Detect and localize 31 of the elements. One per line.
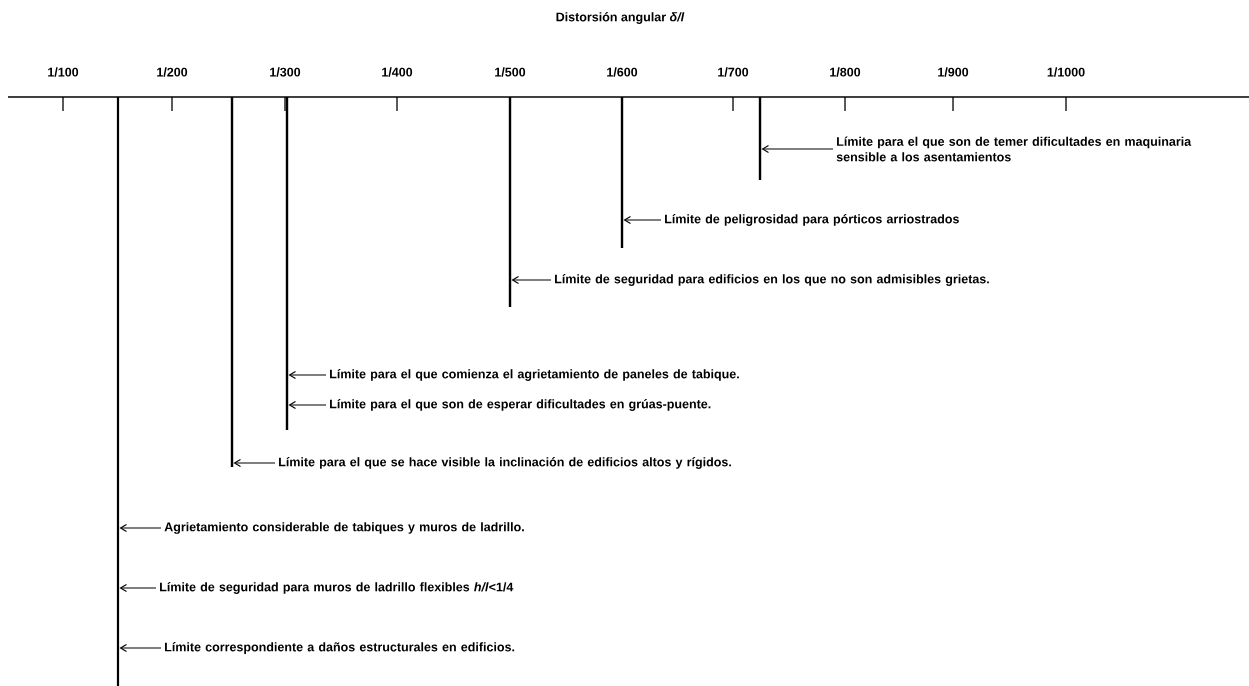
annotation-text: Límite de seguridad para edificios en los que no son admisibles grietas. [555, 274, 989, 286]
tick-label: 1/1000 [1047, 67, 1085, 77]
vertical-line [285, 97, 289, 430]
arrow [288, 370, 327, 380]
arrow [119, 523, 162, 533]
annotation-text: Límite para el que son de temer dificultades en maquinaria sensible a los asentamientos [836, 136, 1192, 162]
tick-label: 1/400 [382, 67, 413, 77]
annotation-text: Límite de seguridad para muros de ladrillo flexibles h/l<1/4 [160, 582, 514, 594]
arrow [119, 583, 157, 593]
annotation-text: Límite para el que se hace visible la inclinación de edificios altos y rígidos. [279, 457, 731, 469]
tick-label: 1/800 [830, 67, 861, 77]
arrow [623, 215, 662, 225]
arrow [119, 643, 162, 653]
annotation-text: Límite para el que comienza el agrietamiento de paneles de tabique. [330, 369, 739, 381]
annotation-text: Límite de peligrosidad para pórticos arriostrados [665, 214, 959, 226]
vertical-line [508, 97, 512, 307]
arrow [511, 275, 552, 285]
vertical-line [758, 97, 762, 180]
tick-label: 1/900 [938, 67, 969, 77]
arrow [288, 400, 327, 410]
annotation-text: Límite para el que son de esperar dificultades en grúas-puente. [330, 399, 711, 411]
tick-label: 1/300 [270, 67, 301, 77]
vertical-line [620, 97, 624, 248]
vertical-line [116, 97, 120, 686]
annotation-text: Límite correspondiente a daños estructurales en edificios. [165, 642, 515, 654]
tick-label: 1/200 [157, 67, 188, 77]
vertical-line [230, 97, 234, 467]
arrow [233, 458, 276, 468]
axis-title: Distorsión angular δ/l [556, 12, 685, 24]
annotation-text: Agrietamiento considerable de tabiques y muros de ladrillo. [164, 522, 524, 534]
arrow [761, 144, 834, 154]
